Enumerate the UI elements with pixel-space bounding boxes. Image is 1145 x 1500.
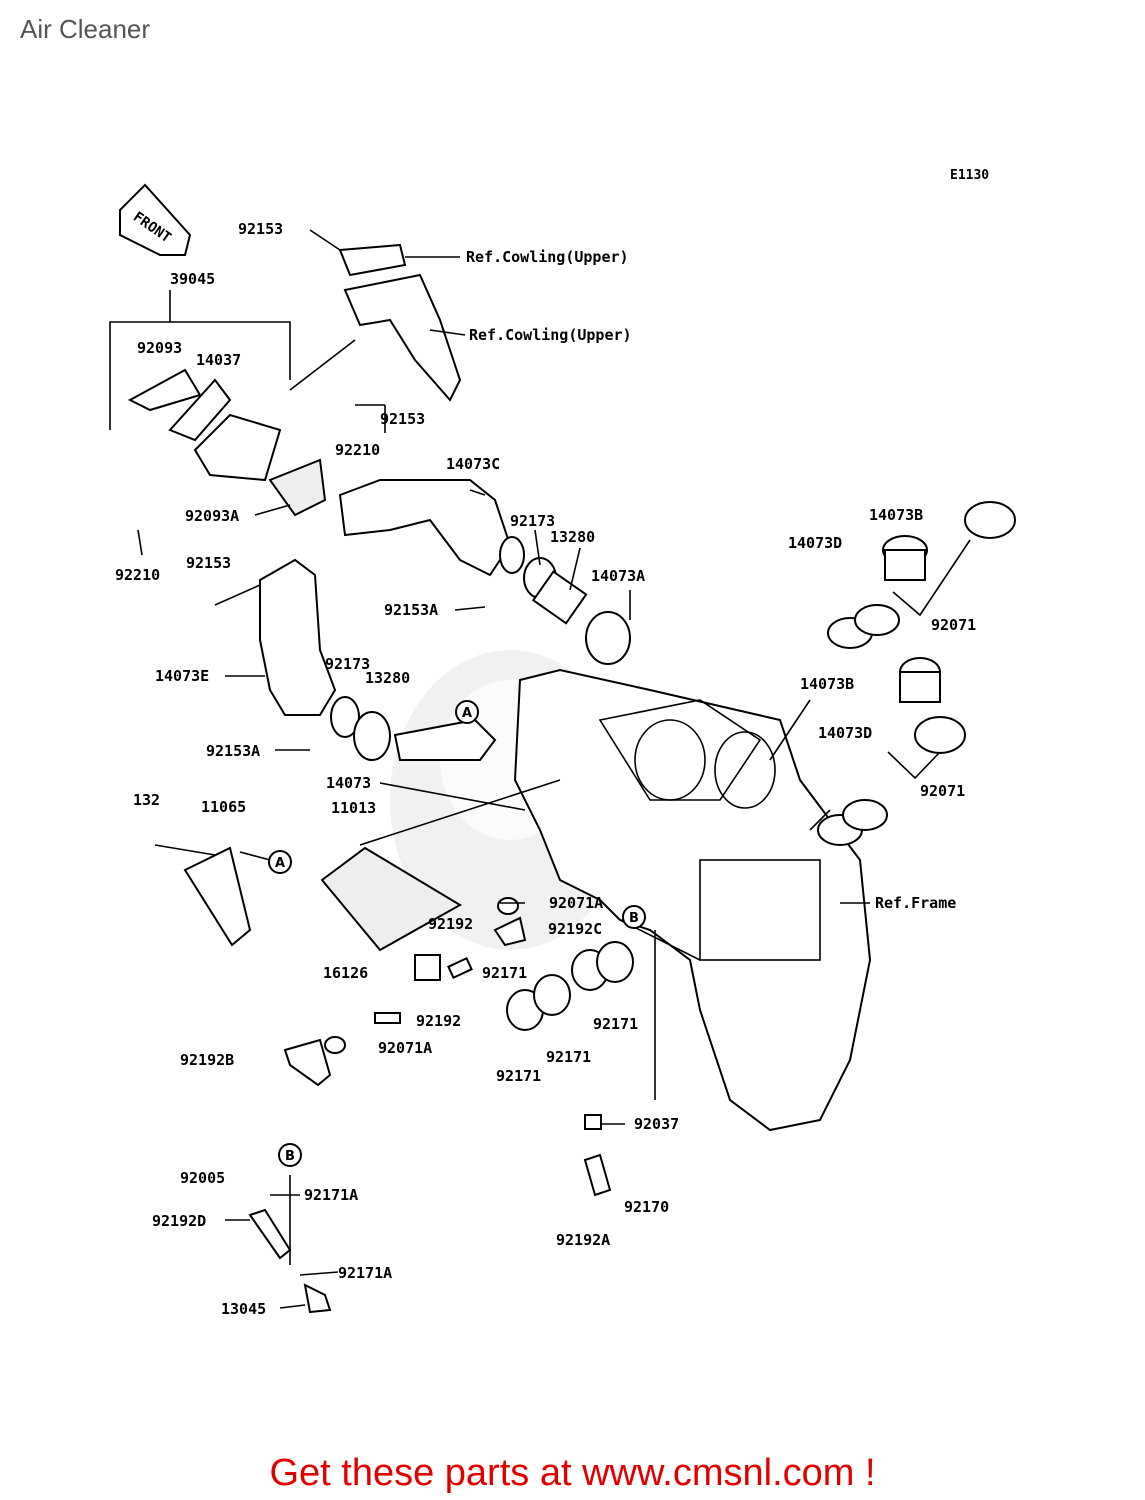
part-label-92071A[interactable]: 92071A	[549, 894, 604, 912]
part-label-92071[interactable]: 92071	[931, 616, 977, 634]
part-label-92171[interactable]: 92171	[482, 964, 528, 982]
part-label-92210[interactable]: 92210	[335, 441, 381, 459]
part-label-132[interactable]: 132	[133, 791, 161, 809]
part-label-16126[interactable]: 16126	[323, 964, 369, 982]
callout-a-left: A	[275, 856, 285, 871]
part-label-92173[interactable]: 92173	[510, 512, 556, 530]
part-label-92171-c[interactable]: 92171	[546, 1048, 592, 1066]
part-label-92192C[interactable]: 92192C	[548, 920, 603, 938]
duct-cover	[127, 368, 327, 517]
part-label-92093[interactable]: 92093	[137, 339, 183, 357]
part-label-13280[interactable]: 13280	[550, 528, 596, 546]
part-label-92153A-b[interactable]: 92153A	[206, 742, 261, 760]
callout-circles: A A B B	[268, 700, 646, 1167]
part-label-92153-b[interactable]: 92153	[380, 410, 426, 428]
part-label-92153A[interactable]: 92153A	[384, 601, 439, 619]
bracket-39045	[109, 290, 291, 430]
part-label-92171-b[interactable]: 92171	[593, 1015, 639, 1033]
part-label-92005[interactable]: 92005	[180, 1169, 226, 1187]
leader-lines	[137, 404, 870, 1309]
part-label-92192D[interactable]: 92192D	[152, 1212, 207, 1230]
ref-cowling-upper-label-2: Ref.Cowling(Upper)	[469, 326, 632, 344]
part-label-92170[interactable]: 92170	[624, 1198, 670, 1216]
part-label-13045[interactable]: 13045	[221, 1300, 267, 1318]
callout-b-bottom: B	[285, 1149, 295, 1164]
part-label-92192A[interactable]: 92192A	[556, 1231, 611, 1249]
part-label-13280-b[interactable]: 13280	[365, 669, 411, 687]
callout-b-mid: B	[629, 911, 639, 926]
page-title: Air Cleaner	[20, 14, 151, 44]
part-label-92153-c[interactable]: 92153	[186, 554, 232, 572]
part-label-39045[interactable]: 39045	[170, 270, 216, 288]
part-label-14073D[interactable]: 14073D	[788, 534, 843, 552]
hoses-clamps	[248, 897, 656, 1314]
part-label-14073C[interactable]: 14073C	[446, 455, 501, 473]
duct-14073C	[338, 479, 631, 665]
ref-cowling-upper-label: Ref.Cowling(Upper)	[466, 248, 629, 266]
part-label-92171A-b[interactable]: 92171A	[338, 1264, 393, 1282]
part-label-92210-b[interactable]: 92210	[115, 566, 161, 584]
part-label-92173-b[interactable]: 92173	[325, 655, 371, 673]
part-label-92153[interactable]: 92153	[238, 220, 284, 238]
part-label-92171A[interactable]: 92171A	[304, 1186, 359, 1204]
part-label-11065[interactable]: 11065	[201, 798, 247, 816]
velocity-stacks	[769, 501, 1016, 846]
duct-14073E	[259, 558, 497, 761]
part-label-14073E[interactable]: 14073E	[155, 667, 210, 685]
part-label-92192-b[interactable]: 92192	[416, 1012, 462, 1030]
part-label-92071-b[interactable]: 92071	[920, 782, 966, 800]
part-label-92093A[interactable]: 92093A	[185, 507, 240, 525]
upper-stay	[289, 229, 466, 402]
callout-a-top: A	[462, 706, 472, 721]
part-label-92037[interactable]: 92037	[634, 1115, 680, 1133]
part-label-92171-d[interactable]: 92171	[496, 1067, 542, 1085]
part-label-14073B-b[interactable]: 14073B	[800, 675, 855, 693]
part-label-14037[interactable]: 14037	[196, 351, 242, 369]
air-filter	[154, 779, 561, 952]
promo-link[interactable]: Get these parts at www.cmsnl.com !	[269, 1452, 876, 1494]
part-label-92192B[interactable]: 92192B	[180, 1051, 235, 1069]
ref-frame-label: Ref.Frame	[875, 894, 957, 912]
part-label-92071A-b[interactable]: 92071A	[378, 1039, 433, 1057]
part-label-92192[interactable]: 92192	[428, 915, 474, 933]
part-label-11013[interactable]: 11013	[331, 799, 377, 817]
diagram-code: E1130	[950, 168, 990, 183]
part-label-14073A[interactable]: 14073A	[591, 567, 646, 585]
front-arrow: FRONT	[119, 183, 192, 256]
part-label-14073[interactable]: 14073	[326, 774, 372, 792]
part-label-14073B[interactable]: 14073B	[869, 506, 924, 524]
part-label-14073D-b[interactable]: 14073D	[818, 724, 873, 742]
